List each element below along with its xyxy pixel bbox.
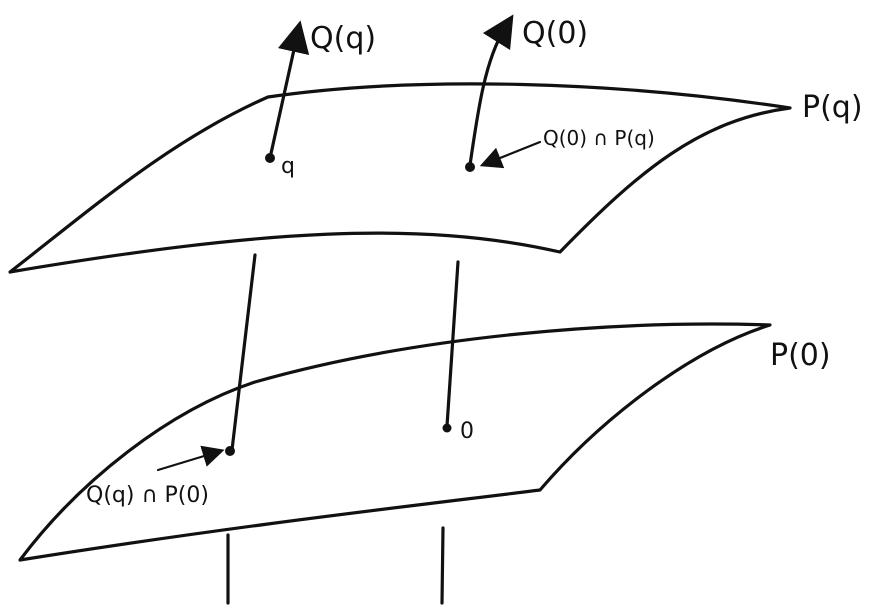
lower-sheet-p-0: [18, 322, 772, 562]
point-0-dot: [442, 423, 452, 433]
arrow-to-intersection-lower: [156, 445, 225, 472]
label-point-q: q: [281, 154, 295, 179]
fiber-0-upper: [445, 260, 460, 428]
label-point-0: 0: [460, 419, 474, 444]
arrow-q-q: [268, 20, 310, 160]
fiber-q-upper: [230, 253, 257, 452]
point-intersection-lower-dot: [225, 446, 235, 456]
arrow-q-0: [468, 14, 514, 167]
point-q-dot: [265, 153, 275, 163]
label-intersection-lower: Q(q) ∩ P(0): [86, 483, 209, 508]
label-q-q: Q(q): [310, 21, 376, 56]
arrow-to-intersection-upper: [479, 140, 542, 169]
point-intersection-upper-dot: [465, 162, 475, 172]
label-p-0: P(0): [770, 338, 831, 373]
label-p-q: P(q): [802, 90, 863, 125]
upper-sheet-p-q: [8, 82, 792, 274]
label-intersection-upper: Q(0) ∩ P(q): [543, 126, 655, 150]
fiber-0-lower: [440, 526, 445, 605]
label-q-0: Q(0): [522, 16, 588, 51]
